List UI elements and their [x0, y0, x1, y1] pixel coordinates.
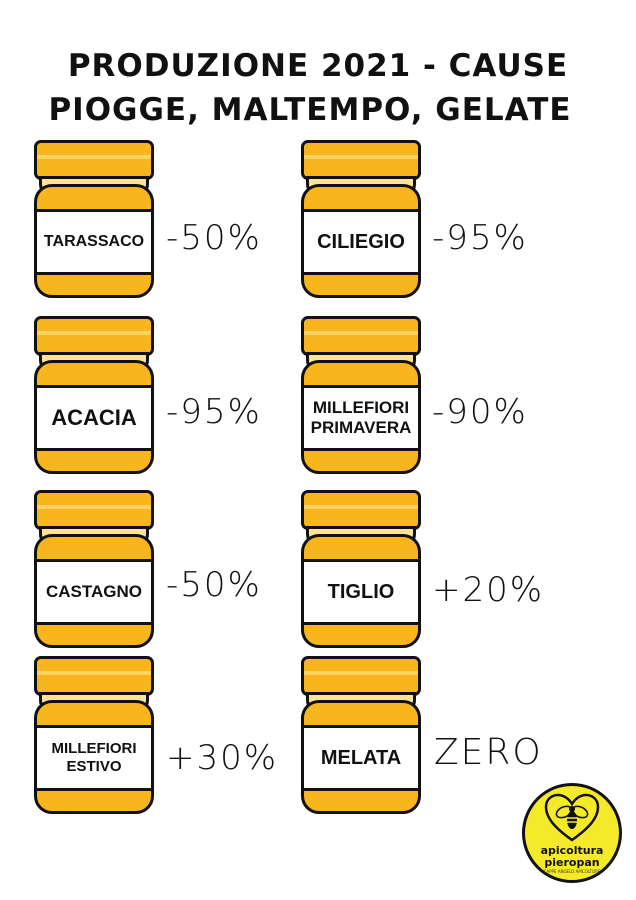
jar-melata: MELATA	[301, 656, 421, 816]
change-ciliegio: -95%	[432, 218, 528, 258]
jar-label: TARASSACO	[34, 209, 154, 275]
jar-label: MILLEFIORI PRIMAVERA	[301, 385, 421, 451]
jar-lid	[34, 316, 154, 356]
change-castagno: -50%	[166, 565, 262, 605]
jar-body: TIGLIO	[301, 534, 421, 648]
jar-lid	[301, 490, 421, 530]
jar-lid	[301, 316, 421, 356]
change-tiglio: +20%	[432, 570, 545, 610]
jar-label: MELATA	[301, 725, 421, 791]
jar-millefiori-primavera: MILLEFIORI PRIMAVERA	[301, 316, 421, 476]
logo-tagline: CAPPE ANGELO APICOLTORE	[543, 869, 601, 874]
jar-body: TARASSACO	[34, 184, 154, 298]
jar-body: CILIEGIO	[301, 184, 421, 298]
jar-lid	[34, 490, 154, 530]
jar-label: TIGLIO	[301, 559, 421, 625]
jar-lid	[34, 140, 154, 180]
page-title-line-2: PIOGGE, MALTEMPO, GELATE	[48, 92, 572, 128]
jar-castagno: CASTAGNO	[34, 490, 154, 650]
change-acacia: -95%	[166, 392, 262, 432]
jar-acacia: ACACIA	[34, 316, 154, 476]
logo-line-1: apicoltura	[540, 844, 604, 857]
apicoltura-pieropan-logo: apicoltura pieropan CAPPE ANGELO APICOLT…	[522, 783, 622, 883]
change-melata: ZERO	[434, 732, 543, 773]
change-tarassaco: -50%	[166, 218, 262, 258]
jar-tiglio: TIGLIO	[301, 490, 421, 650]
jar-lid	[34, 656, 154, 696]
change-millefiori-primavera: -90%	[432, 392, 528, 432]
jar-millefiori-estivo: MILLEFIORI ESTIVO	[34, 656, 154, 816]
jar-body: CASTAGNO	[34, 534, 154, 648]
jar-body: MILLEFIORI PRIMAVERA	[301, 360, 421, 474]
page-title-line-1: PRODUZIONE 2021 - CAUSE	[67, 48, 569, 84]
jar-label: CILIEGIO	[301, 209, 421, 275]
bee-heart-icon	[544, 793, 600, 842]
jar-body: MILLEFIORI ESTIVO	[34, 700, 154, 814]
jar-tarassaco: TARASSACO	[34, 140, 154, 300]
jar-label: CASTAGNO	[34, 559, 154, 625]
jar-body: ACACIA	[34, 360, 154, 474]
jar-label: ACACIA	[34, 385, 154, 451]
jar-body: MELATA	[301, 700, 421, 814]
jar-lid	[301, 140, 421, 180]
jar-ciliegio: CILIEGIO	[301, 140, 421, 300]
logo-line-2: pieropan	[544, 856, 600, 869]
jar-lid	[301, 656, 421, 696]
change-millefiori-estivo: +30%	[166, 738, 279, 778]
jar-label: MILLEFIORI ESTIVO	[34, 725, 154, 791]
